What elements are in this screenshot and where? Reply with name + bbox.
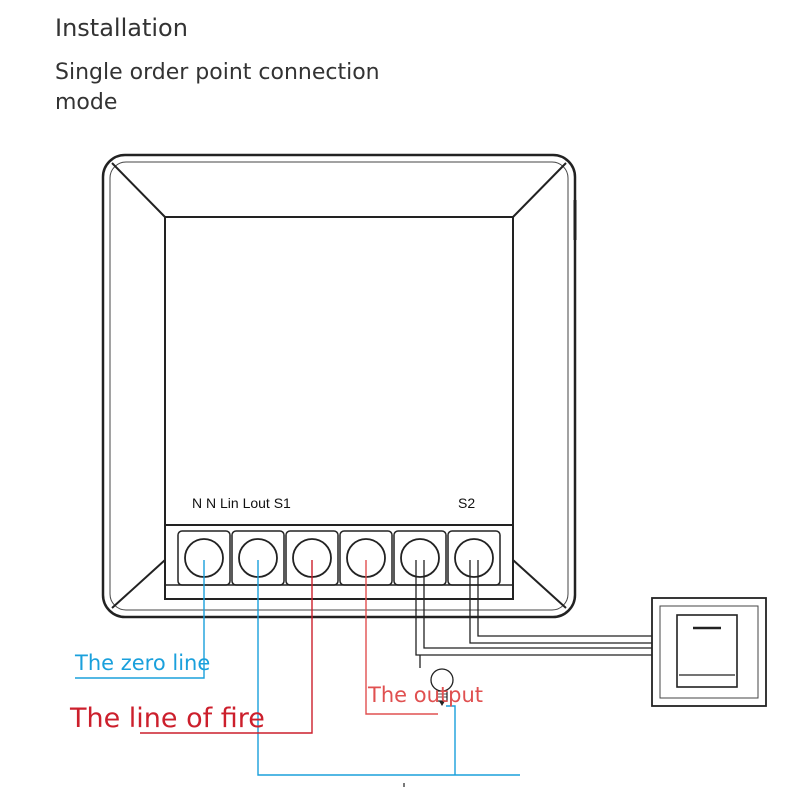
page-title: Installation bbox=[55, 14, 188, 42]
output-wire bbox=[365, 560, 438, 715]
terminal-label-right: S2 bbox=[458, 495, 475, 511]
zero-line-wire bbox=[75, 560, 205, 679]
terminal-s1 bbox=[393, 530, 447, 586]
s2-switch-wire-b bbox=[477, 560, 652, 637]
page-subtitle: Single order point connection mode bbox=[55, 60, 380, 115]
fire-line-label: The line of fire bbox=[69, 703, 265, 734]
lamp-neutral-wire bbox=[446, 705, 456, 775]
terminals bbox=[177, 530, 501, 586]
terminal-s2 bbox=[447, 530, 501, 586]
s1-switch-wire-b bbox=[423, 560, 652, 649]
zero-line-label: The zero line bbox=[74, 651, 210, 675]
bevel-bottom-right bbox=[512, 559, 567, 609]
bevel-top-right bbox=[512, 162, 567, 218]
fire-line-wire bbox=[140, 560, 313, 734]
device-body bbox=[101, 153, 577, 619]
s2-switch-wire-a bbox=[469, 560, 652, 644]
device-front-face bbox=[164, 216, 514, 526]
bevel-bottom-left bbox=[111, 559, 166, 609]
output-label: The output bbox=[367, 683, 483, 707]
terminal-s1-screw bbox=[400, 538, 440, 578]
bulb-icon bbox=[430, 668, 454, 706]
bevel-top-left bbox=[111, 162, 166, 218]
terminal-label-left: N N Lin Lout S1 bbox=[192, 495, 291, 511]
neutral-bus-wire bbox=[257, 560, 520, 776]
wall-switch-icon bbox=[651, 597, 767, 707]
terminal-block bbox=[164, 524, 514, 600]
terminal-s2-screw bbox=[454, 538, 494, 578]
device-body-inner-edge bbox=[109, 161, 569, 611]
s1-switch-wire-a bbox=[415, 560, 655, 656]
